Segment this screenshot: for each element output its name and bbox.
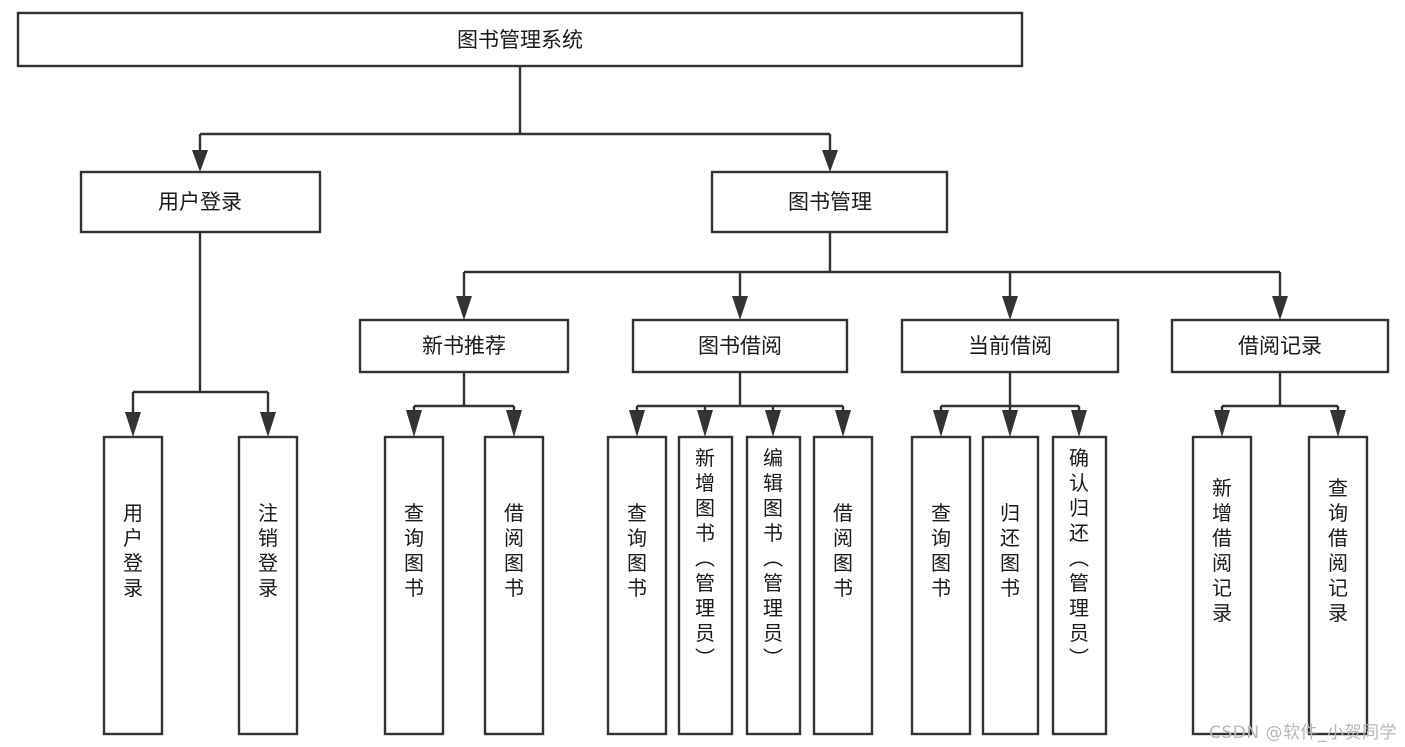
arrow-head-icon <box>1002 296 1018 320</box>
node-borrow-record[interactable]: 借阅记录 <box>1170 318 1390 374</box>
node-new-book-recommend[interactable]: 新书推荐 <box>358 318 570 374</box>
node-leaf-query-book-2[interactable]: 查询图书 <box>606 435 668 736</box>
node-leaf-logout-box[interactable] <box>237 435 299 736</box>
node-leaf-query-record-box[interactable] <box>1307 435 1369 736</box>
node-leaf-user-login[interactable]: 用户登录 <box>102 435 164 736</box>
arrow-head-icon <box>1330 410 1346 437</box>
node-leaf-query-book-2-label: 查询图书 <box>627 501 647 600</box>
arrow-head-icon <box>732 296 748 320</box>
node-borrow-record-label: 借阅记录 <box>1238 334 1322 358</box>
node-book-management[interactable]: 图书管理 <box>710 170 949 234</box>
arrow-head-icon <box>1002 410 1018 437</box>
node-root-system[interactable]: 图书管理系统 <box>16 11 1024 68</box>
arrow-head-icon <box>192 150 208 172</box>
node-leaf-borrow-book-2-label: 借阅图书 <box>833 501 853 600</box>
node-leaf-logout[interactable]: 注销登录 <box>237 435 299 736</box>
node-leaf-query-book-1-label: 查询图书 <box>404 501 424 600</box>
arrow-head-icon <box>260 412 276 437</box>
arrow-head-icon <box>506 410 522 437</box>
arrow-head-icon <box>1214 410 1230 437</box>
csdn-watermark: CSDN @软件_小贺同学 <box>1209 723 1397 743</box>
node-leaf-return-book[interactable]: 归还图书 <box>981 435 1040 736</box>
arrow-head-icon <box>1272 296 1288 320</box>
node-current-borrow-box[interactable] <box>900 318 1120 374</box>
node-leaf-borrow-book-2-box[interactable] <box>812 435 874 736</box>
node-leaf-return-book-box[interactable] <box>981 435 1040 736</box>
node-leaf-query-book-3[interactable]: 查询图书 <box>910 435 972 736</box>
node-leaf-confirm-return-box[interactable] <box>1051 435 1108 736</box>
node-book-borrow[interactable]: 图书借阅 <box>631 318 849 374</box>
node-book-management-label: 图书管理 <box>788 190 872 214</box>
node-borrow-record-box[interactable] <box>1170 318 1390 374</box>
arrow-head-icon <box>1071 410 1087 437</box>
node-book-management-box[interactable] <box>710 170 949 234</box>
node-leaf-add-record-label: 新增借阅记录 <box>1212 476 1232 625</box>
node-leaf-user-login-box[interactable] <box>102 435 164 736</box>
node-leaf-logout-label: 注销登录 <box>258 501 278 600</box>
node-leaf-add-book[interactable]: 新增图书︵管理员︶ <box>677 435 734 736</box>
node-leaf-query-book-2-box[interactable] <box>606 435 668 736</box>
node-leaf-edit-book-label: 编辑图书︵管理员︶ <box>763 446 783 670</box>
node-leaf-add-record-box[interactable] <box>1191 435 1253 736</box>
node-leaf-query-record-label: 查询借阅记录 <box>1328 476 1348 625</box>
edges-layer <box>125 66 1346 437</box>
node-leaf-borrow-book-1-label: 借阅图书 <box>504 501 524 600</box>
node-leaf-add-record[interactable]: 新增借阅记录 <box>1191 435 1253 736</box>
arrow-head-icon <box>697 410 713 437</box>
node-leaf-borrow-book-1[interactable]: 借阅图书 <box>483 435 545 736</box>
node-book-borrow-label: 图书借阅 <box>698 334 782 358</box>
node-new-book-recommend-label: 新书推荐 <box>422 334 506 358</box>
arrow-head-icon <box>406 410 422 437</box>
arrow-head-icon <box>765 410 781 437</box>
node-leaf-add-book-label: 新增图书︵管理员︶ <box>695 446 715 670</box>
node-leaf-return-book-label: 归还图书 <box>1000 501 1020 600</box>
arrow-head-icon <box>629 410 645 437</box>
node-leaf-query-record[interactable]: 查询借阅记录 <box>1307 435 1369 736</box>
node-leaf-query-book-1[interactable]: 查询图书 <box>383 435 445 736</box>
node-leaf-user-login-label: 用户登录 <box>123 501 143 600</box>
node-leaf-query-book-1-box[interactable] <box>383 435 445 736</box>
node-root-box[interactable] <box>16 11 1024 68</box>
node-new-book-recommend-box[interactable] <box>358 318 570 374</box>
arrow-head-icon <box>456 296 472 320</box>
node-book-borrow-box[interactable] <box>631 318 849 374</box>
node-leaf-edit-book-box[interactable] <box>745 435 802 736</box>
node-leaf-query-book-3-label: 查询图书 <box>931 501 951 600</box>
node-leaf-confirm-return[interactable]: 确认归还︵管理员︶ <box>1051 435 1108 736</box>
node-user-login-label: 用户登录 <box>158 190 242 214</box>
node-user-login[interactable]: 用户登录 <box>79 170 322 234</box>
arrow-head-icon <box>125 412 141 437</box>
node-leaf-borrow-book-2[interactable]: 借阅图书 <box>812 435 874 736</box>
node-root-label: 图书管理系统 <box>457 28 583 52</box>
node-leaf-confirm-return-label: 确认归还︵管理员︶ <box>1069 446 1089 670</box>
node-leaf-add-book-box[interactable] <box>677 435 734 736</box>
node-leaf-edit-book[interactable]: 编辑图书︵管理员︶ <box>745 435 802 736</box>
arrow-head-icon <box>835 410 851 437</box>
node-leaf-query-book-3-box[interactable] <box>910 435 972 736</box>
node-user-login-box[interactable] <box>79 170 322 234</box>
node-leaf-borrow-book-1-box[interactable] <box>483 435 545 736</box>
arrow-head-icon <box>822 150 838 172</box>
node-current-borrow[interactable]: 当前借阅 <box>900 318 1120 374</box>
arrow-head-icon <box>933 410 949 437</box>
node-current-borrow-label: 当前借阅 <box>968 334 1052 358</box>
